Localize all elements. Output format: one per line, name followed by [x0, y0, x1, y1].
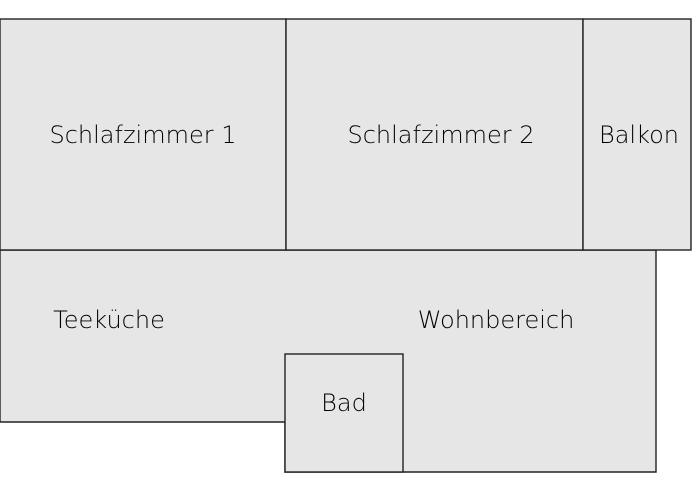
label-bad: Bad	[321, 389, 367, 417]
label-teekueche: Teeküche	[53, 306, 165, 334]
label-schlafzimmer-2: Schlafzimmer 2	[347, 121, 534, 149]
label-schlafzimmer-1: Schlafzimmer 1	[49, 121, 236, 149]
room-bad	[284, 353, 404, 473]
label-balkon: Balkon	[599, 121, 679, 149]
room-schlafzimmer-2	[285, 18, 584, 251]
label-wohnbereich: Wohnbereich	[418, 306, 575, 334]
room-schlafzimmer-1	[0, 18, 287, 251]
room-balkon	[582, 18, 692, 251]
